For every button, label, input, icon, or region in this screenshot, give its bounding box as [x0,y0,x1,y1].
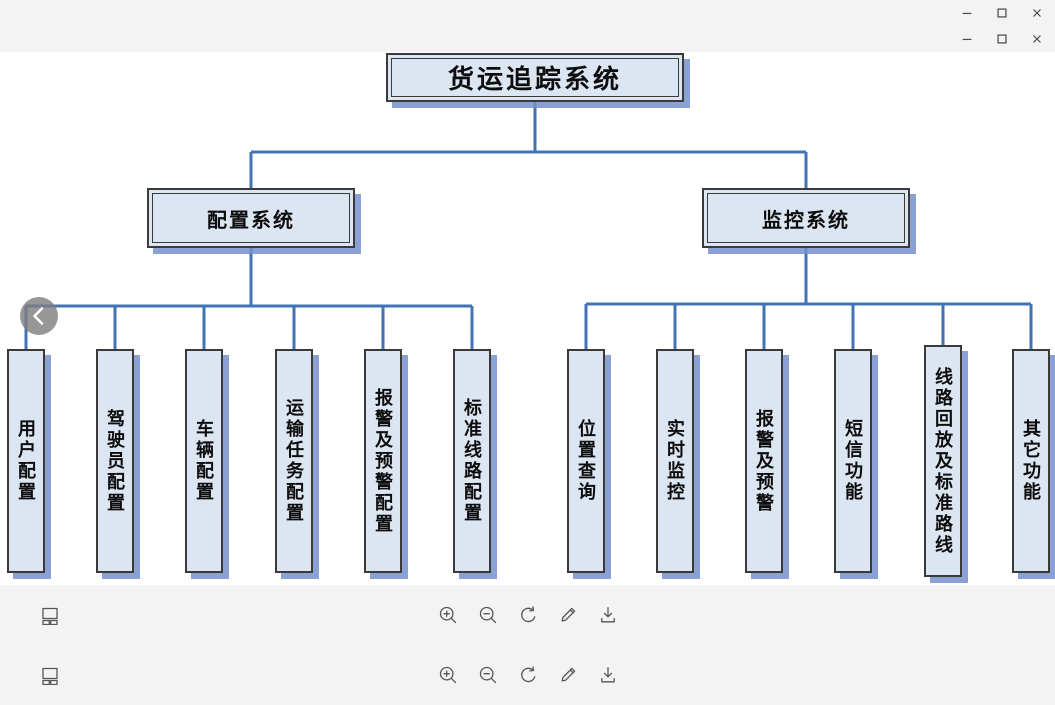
maximize-icon [997,8,1007,18]
chevron-left-icon [33,307,44,325]
node-leaf-1-1-label: 实时监控 [665,419,685,503]
zoom-out-button[interactable] [478,605,498,625]
zoom-in-button[interactable] [438,605,458,625]
maximize-button[interactable] [992,29,1012,49]
node-root-label: 货运追踪系统 [391,58,679,97]
node-leaf-1-1: 实时监控 [656,349,694,573]
refresh-icon [520,666,535,683]
node-leaf-0-0-label: 用户配置 [16,419,36,503]
node-leaf-1-5: 其它功能 [1012,349,1050,573]
node-leaf-1-4: 线路回放及标准路线 [924,345,962,577]
zoom-in-button[interactable] [438,665,458,685]
node-leaf-0-1: 驾驶员配置 [96,349,134,573]
connector-lines [24,102,1033,349]
minimize-icon [962,38,972,41]
refresh-icon [520,606,535,623]
node-leaf-1-2-label: 报警及预警 [754,408,774,514]
zoom-out-icon [479,606,496,624]
zoom-in-icon [439,606,456,624]
edit-icon [561,667,575,682]
close-icon [1033,35,1041,43]
edit-icon [561,607,575,622]
titlebar [0,0,1055,52]
layout-thumbnails-icon [42,667,58,685]
node-leaf-0-5-label: 标准线路配置 [462,398,482,524]
diagram-canvas: 货运追踪系统配置系统用户配置 驾驶员配置 车辆配置 运输任务配置 报警及预警配置 标准线路… [0,52,1055,585]
toolbar-row-2 [0,645,1055,705]
node-leaf-1-5-label: 其它功能 [1021,419,1041,503]
close-button[interactable] [1027,3,1047,23]
node-leaf-0-1-label: 驾驶员配置 [105,408,125,514]
zoom-out-icon [479,666,496,684]
minimize-button[interactable] [957,3,977,23]
node-leaf-0-4-label: 报警及预警配置 [373,387,393,535]
zoom-in-icon [439,666,456,684]
node-leaf-0-5: 标准线路配置 [453,349,491,573]
node-branch-0: 配置系统 [147,188,355,248]
refresh-button[interactable] [518,605,538,625]
window-controls-row-1 [0,0,1055,26]
toolbar-row-1 [0,585,1055,645]
node-leaf-1-0: 位置查询 [567,349,605,573]
bottom-toolbars [0,585,1055,705]
node-root: 货运追踪系统 [386,53,684,102]
close-icon [1033,9,1041,17]
node-branch-1: 监控系统 [702,188,910,248]
node-branch-1-label: 监控系统 [707,193,905,243]
download-icon [600,607,615,623]
node-leaf-0-2-label: 车辆配置 [194,419,214,503]
layout-thumbnails-icon [42,607,58,625]
download-button[interactable] [598,605,618,625]
download-button[interactable] [598,665,618,685]
collapse-left-button[interactable] [20,297,58,335]
node-leaf-1-2: 报警及预警 [745,349,783,573]
layout-thumbnails-button[interactable] [40,605,60,625]
node-leaf-1-3-label: 短信功能 [843,419,863,503]
layout-thumbnails-button[interactable] [40,665,60,685]
node-leaf-0-2: 车辆配置 [185,349,223,573]
close-button[interactable] [1027,29,1047,49]
minimize-button[interactable] [957,29,977,49]
node-leaf-1-0-label: 位置查询 [576,419,596,503]
zoom-out-button[interactable] [478,665,498,685]
download-icon [600,667,615,683]
node-leaf-0-4: 报警及预警配置 [364,349,402,573]
node-leaf-0-3-label: 运输任务配置 [284,398,304,524]
window-controls-row-2 [0,26,1055,52]
node-leaf-0-3: 运输任务配置 [275,349,313,573]
node-leaf-1-4-label: 线路回放及标准路线 [933,366,953,556]
refresh-button[interactable] [518,665,538,685]
edit-button[interactable] [558,605,578,625]
edit-button[interactable] [558,665,578,685]
minimize-icon [962,12,972,15]
maximize-button[interactable] [992,3,1012,23]
maximize-icon [997,34,1007,44]
node-leaf-1-3: 短信功能 [834,349,872,573]
node-branch-0-label: 配置系统 [152,193,350,243]
node-leaf-0-0: 用户配置 [7,349,45,573]
